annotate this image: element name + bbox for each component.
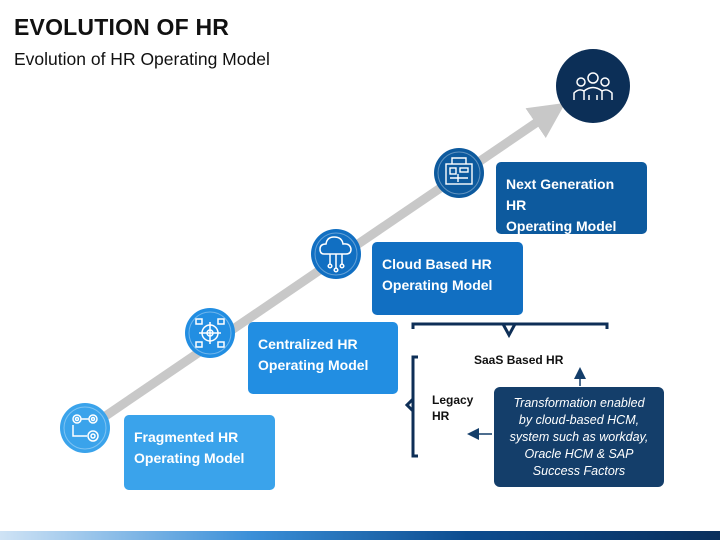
stage-box-cloud-based: Cloud Based HR Operating Model [372, 242, 523, 315]
saas-bracket [411, 322, 609, 339]
stage-box-next-generation: Next Generation HR Operating Model [496, 162, 647, 234]
gears-flow-icon [60, 403, 110, 453]
saas-label: SaaS Based HR [474, 353, 564, 367]
stage-box-centralized: Centralized HR Operating Model [248, 322, 398, 394]
circuit-board-icon [434, 148, 484, 198]
legacy-label: Legacy HR [432, 393, 474, 423]
footer-bar [0, 531, 720, 540]
stage-box-fragmented: Fragmented HR Operating Model [124, 415, 275, 490]
team-people-icon [556, 49, 630, 123]
page-subtitle: Evolution of HR Operating Model [14, 49, 270, 69]
cloud-network-icon [311, 229, 361, 279]
page-title: EVOLUTION OF HR [14, 14, 230, 40]
legacy-bracket [404, 355, 418, 458]
network-gear-icon [185, 308, 235, 358]
transformation-note: Transformation enabled by cloud-based HC… [494, 387, 664, 487]
